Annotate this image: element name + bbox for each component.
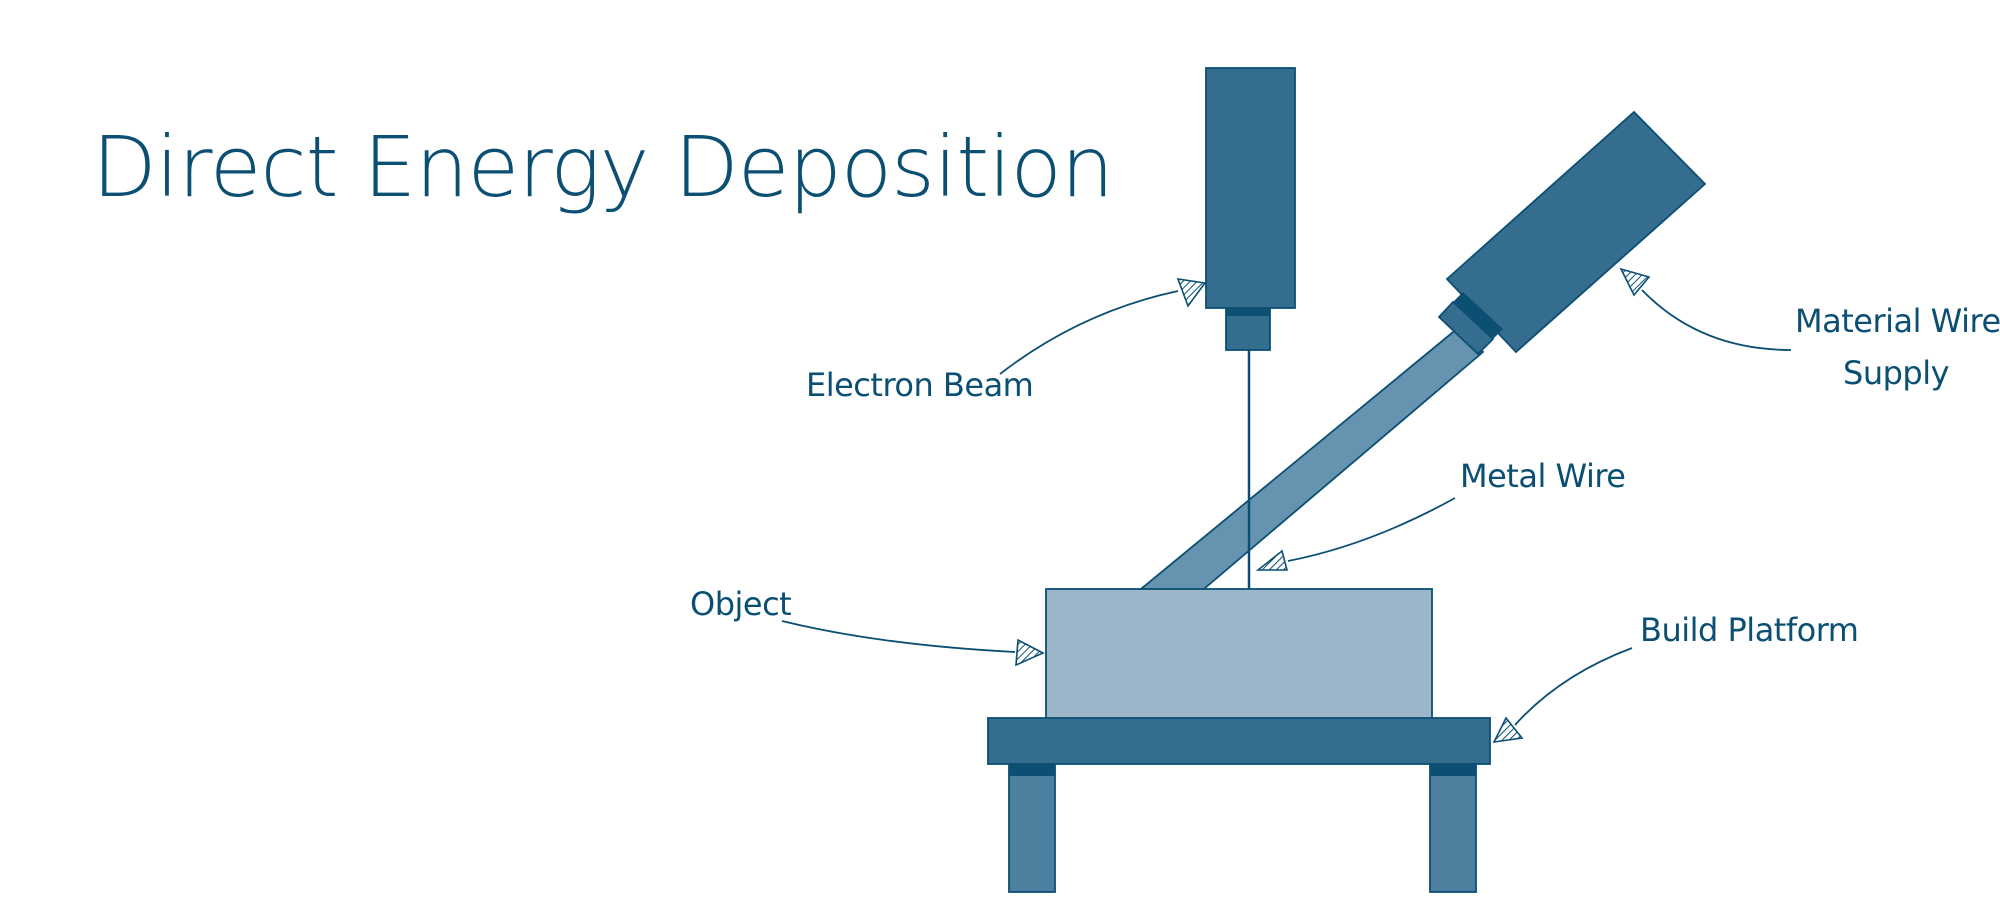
electron-beam-arrow [1176,278,1207,308]
metal-wire [1128,326,1485,624]
material-wire-supply [1437,110,1707,356]
object-label: Object [690,585,791,623]
metal-wire-arrow [1255,549,1289,571]
platform-top [987,717,1491,765]
platform-leg-right-band [1430,764,1476,776]
callout-object: Object [690,585,1045,667]
electron-beam-nozzle-band [1226,308,1270,316]
callout-material-wire-supply: Material Wire Supply [1619,267,2000,392]
material-wire-supply-label-line2: Supply [1843,354,1949,392]
material-wire-supply-arrow [1619,267,1651,297]
electron-beam-label: Electron Beam [806,366,1033,404]
metal-wire-leader [1287,497,1456,562]
build-platform-label: Build Platform [1640,611,1858,649]
platform-leg-left-band [1009,764,1055,776]
build-platform-arrow [1492,716,1524,744]
metal-wire-label: Metal Wire [1460,457,1625,495]
callout-electron-beam: Electron Beam [806,278,1207,404]
callout-build-platform: Build Platform [1492,611,1859,744]
material-wire-supply-leader [1641,289,1792,351]
platform-leg-left [1008,763,1056,893]
wire-supply-collar-band [1453,292,1503,339]
callout-metal-wire: Metal Wire [1255,457,1626,571]
object-leader [781,620,1016,653]
built-object [1045,588,1433,720]
platform-leg-right [1429,763,1477,893]
object-arrow [1015,638,1045,667]
material-wire-supply-label-line1: Material Wire [1795,302,2000,340]
build-platform-leader [1514,647,1633,726]
electron-beam-gun [1205,67,1296,590]
electron-beam-leader [999,290,1179,375]
page-title: Direct Energy Deposition [92,118,1113,216]
electron-beam-body [1205,67,1296,309]
build-platform [987,717,1491,893]
